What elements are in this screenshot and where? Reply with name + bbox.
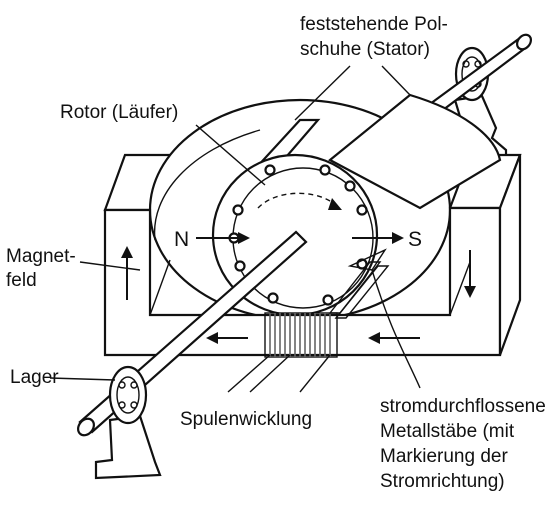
arrow-right-icon xyxy=(392,232,404,244)
metallstaebe-label-line4: Stromrichtung) xyxy=(380,471,505,492)
north-pole-label: N xyxy=(174,228,189,251)
magnetfeld-label-line2: feld xyxy=(6,270,37,291)
magnetfeld-label-line1: Magnet- xyxy=(6,246,76,267)
metallstaebe-label-line1: stromdurchflossene xyxy=(380,396,546,417)
arrow-right-icon xyxy=(238,232,250,244)
metallstaebe-label-line3: Markierung der xyxy=(380,446,508,467)
spulenwicklung-label: Spulenwicklung xyxy=(180,409,312,430)
rotor-label: Rotor (Läufer) xyxy=(60,102,178,123)
lager-label: Lager xyxy=(10,367,59,388)
field-arrows xyxy=(121,232,476,344)
front-bearing xyxy=(94,365,162,480)
stator-label-line1: feststehende Pol- xyxy=(300,14,448,35)
coil-winding xyxy=(264,261,390,358)
arrow-left-icon xyxy=(206,332,218,344)
south-pole-label: S xyxy=(408,228,422,251)
leader-lines xyxy=(49,65,421,393)
stator-label-line2: schuhe (Stator) xyxy=(300,39,430,60)
arrow-up-icon xyxy=(121,246,133,258)
arrow-down-icon xyxy=(464,286,476,298)
arrow-left-icon xyxy=(368,332,380,344)
metallstaebe-label-line2: Metallstäbe (mit xyxy=(380,421,515,442)
